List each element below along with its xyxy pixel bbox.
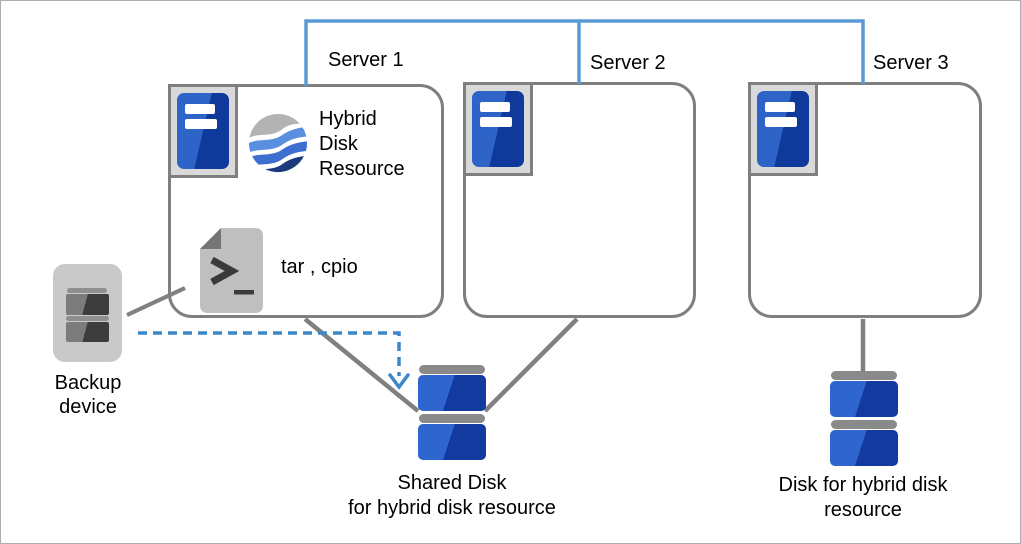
server2-box xyxy=(463,82,696,318)
disk-body xyxy=(830,430,898,466)
disk-cap xyxy=(831,420,897,429)
tape-slot-cap xyxy=(67,288,107,293)
shared-disk-icon xyxy=(418,365,486,463)
disk-body xyxy=(418,424,486,460)
disk-cap xyxy=(831,371,897,380)
disk-body xyxy=(418,375,486,411)
tape-slot xyxy=(66,322,109,342)
backup-tools-label: tar , cpio xyxy=(281,256,358,278)
backup-device-label: Backup device xyxy=(54,372,122,418)
tape-slot-cap xyxy=(66,316,109,321)
script-file-icon xyxy=(200,228,263,313)
server-icon xyxy=(168,84,238,178)
server3-label: Server 3 xyxy=(873,52,949,74)
server1-to-shared-disk-line xyxy=(303,317,420,413)
server-icon xyxy=(748,82,818,176)
server-icon-slot xyxy=(184,118,218,130)
server1-label: Server 1 xyxy=(328,49,404,71)
hybrid-disk-label: Disk for hybrid disk resource xyxy=(778,474,948,521)
dashed-arrow-down-icon xyxy=(388,373,410,390)
server-icon-slot xyxy=(764,101,795,113)
hybrid-disk-resource-label: Hybrid Disk Resource xyxy=(319,108,405,180)
tape-slot xyxy=(66,294,109,315)
server-icon-panel xyxy=(757,91,809,167)
server2-to-shared-disk-line xyxy=(483,317,579,413)
globe-waves-icon xyxy=(248,113,308,173)
server-icon-slot xyxy=(764,116,798,128)
server-icon xyxy=(463,82,533,176)
hybrid-disk-icon xyxy=(830,371,898,469)
disk-body xyxy=(830,381,898,417)
server-icon-panel xyxy=(472,91,524,167)
tape-drive-icon xyxy=(53,264,122,362)
server-icon-slot xyxy=(479,116,513,128)
server3-box xyxy=(748,82,982,318)
disk-cap xyxy=(419,365,485,374)
server2-label: Server 2 xyxy=(590,52,666,74)
shared-disk-label: Shared Disk for hybrid disk resource xyxy=(348,472,556,519)
server-icon-slot xyxy=(184,103,215,115)
server-icon-slot xyxy=(479,101,510,113)
backup-dashed-arrow-line xyxy=(138,331,401,376)
server-icon-panel xyxy=(177,93,229,169)
disk-cap xyxy=(419,414,485,423)
